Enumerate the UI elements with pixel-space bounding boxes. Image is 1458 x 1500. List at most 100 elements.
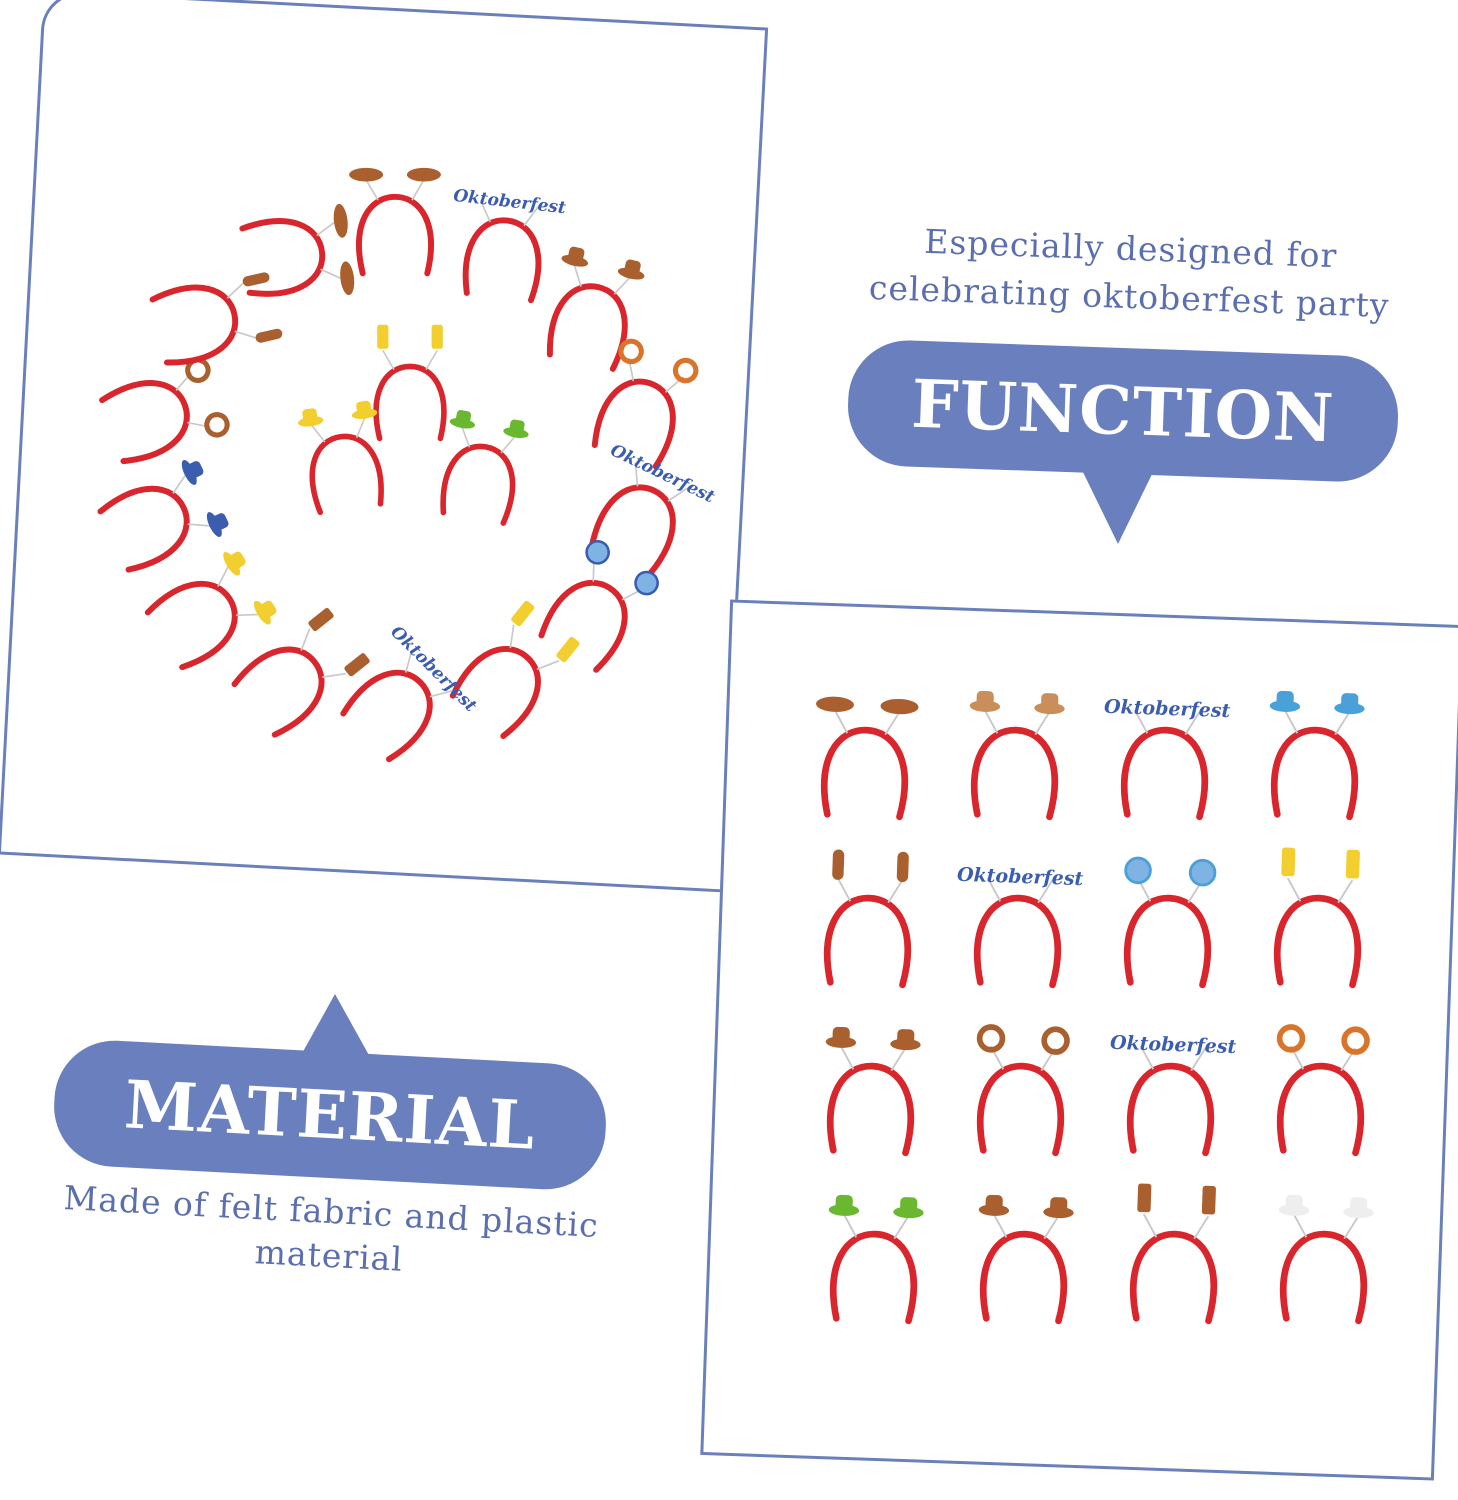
hat-crown-left [1276,690,1294,707]
spring-right [613,276,631,295]
headband-arc [356,193,434,277]
headband [976,1024,1070,1157]
headband-arc [1123,894,1212,989]
mustache-right [880,698,919,715]
spring-right [536,660,560,671]
hat-crown-right [1341,693,1359,709]
spring-right [320,268,343,280]
headband [97,460,229,573]
hat-brim-left [181,460,197,485]
headband-arc [970,726,1059,821]
hat-crown-right [509,419,525,434]
hat-crown-right [259,600,277,618]
spring-left [836,877,852,902]
spring-right [1193,1215,1210,1240]
headband [99,357,230,465]
mug-right [672,357,699,384]
sausage-left [832,849,845,880]
hat-crown-left [835,1194,853,1211]
headband [1273,847,1362,989]
headband-arc [1273,894,1362,989]
headband-arc [538,579,628,673]
headband-arc [373,363,447,442]
spring-right [1034,711,1051,736]
headband-arc [231,646,325,738]
headband [815,696,919,821]
headband: Oktoberfest [957,864,1084,989]
headband: Oktoberfest [452,186,567,304]
hat-crown-left [1285,1194,1303,1211]
headband-arc [591,378,676,470]
headband-arc [826,1062,915,1157]
headband [591,338,699,470]
spring-left [461,426,471,448]
spring-left [1139,1045,1155,1070]
headband [978,1194,1074,1325]
headband-arc [462,217,542,304]
hat-crown-right [1050,1197,1068,1213]
spring-left [217,565,230,587]
hat-crown-right [897,1029,915,1045]
hat-crown-left [832,1026,850,1043]
headband [823,849,912,989]
hat-crown-right [1041,693,1059,709]
headband [828,1194,924,1325]
spring-left [479,200,491,223]
spring-left [365,179,379,201]
spring-left [839,1045,855,1070]
headband-arc [820,726,909,821]
spring-right [1184,711,1201,736]
headband [349,167,441,277]
headband [440,410,529,526]
mustache-right [340,261,355,296]
headband-arc [1279,1230,1368,1325]
headband-arc [1129,1230,1218,1325]
headband [1278,1194,1374,1325]
spring-left [310,424,326,443]
hat-crown-right [900,1197,918,1213]
hat-crown-left [976,690,994,707]
spring-left [842,1213,858,1238]
function-badge: FUNCTION [845,338,1401,484]
mustache-right [406,167,441,182]
spring-right [1334,711,1351,736]
hat-crown-right [1350,1197,1368,1213]
headband-arc [1270,726,1359,821]
spring-right [411,179,425,201]
hat-crown-right [624,259,641,275]
headband-arc [239,218,326,297]
headband-arc [588,484,676,577]
spring-left [382,349,395,371]
oktoberfest-sign: Oktoberfest [957,864,1084,890]
spring-left [573,263,582,287]
spring-right [322,672,346,678]
headband-arc [144,580,238,671]
spring-left [226,281,246,299]
boot-left [1137,1183,1152,1213]
headband-arc [973,894,1062,989]
boot-right [431,324,443,349]
headband [825,1026,921,1157]
boot-right [344,653,370,677]
hat-crown-left [187,461,204,478]
spring-left [1133,709,1149,734]
hat-crown-left [568,246,585,262]
mustache-left [815,696,854,712]
spring-left [986,877,1002,902]
oktoberfest-sign: Oktoberfest [452,186,567,219]
mug-left [1276,1024,1306,1053]
boot-left [377,324,389,349]
spring-left [833,709,849,734]
headband-arc [440,443,516,526]
heart-right [1188,858,1217,887]
mug-left [618,338,644,365]
headband [1123,856,1217,989]
heart-left [1124,856,1152,885]
headband-arc [1126,1062,1215,1157]
headband [546,246,645,372]
spring-right [884,711,901,736]
spring-right [667,487,689,502]
headband: Oktoberfest [1104,696,1231,821]
boot-right [1345,849,1360,879]
spring-left [172,473,187,494]
